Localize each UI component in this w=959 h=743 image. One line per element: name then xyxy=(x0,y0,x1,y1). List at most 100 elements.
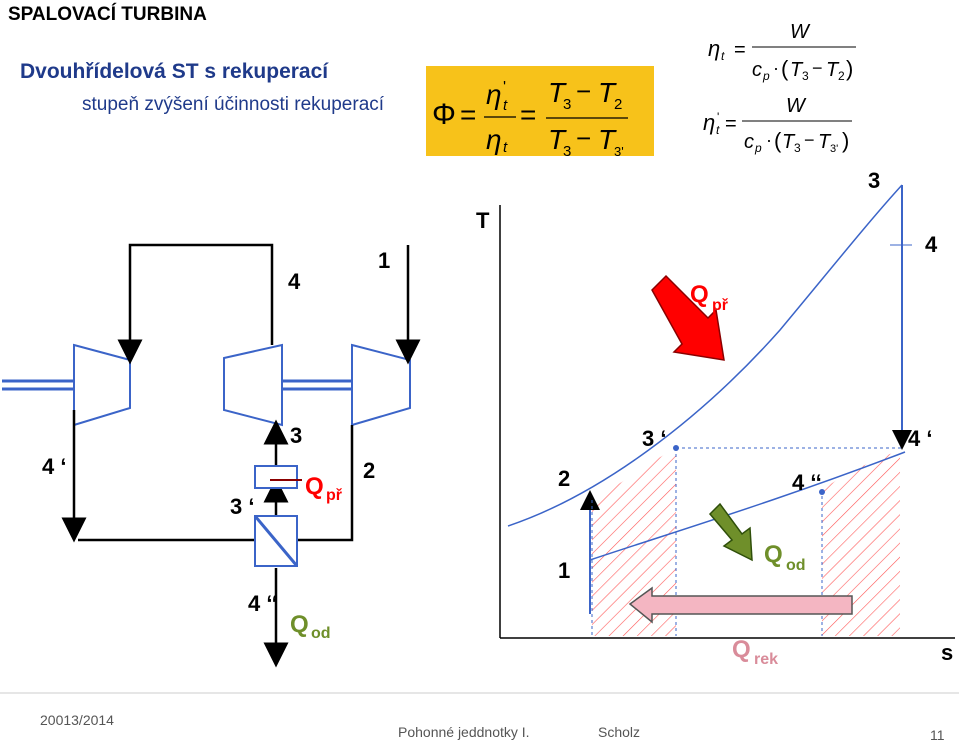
ts-label-1: 1 xyxy=(558,558,570,583)
ts-label-3: 3 xyxy=(868,168,880,193)
formula-glyph: 3' xyxy=(614,144,624,159)
schem-label-2: 2 xyxy=(363,458,375,483)
shaft-left xyxy=(2,379,74,391)
formula-glyph: η xyxy=(486,79,502,110)
formula-glyph: − xyxy=(812,58,823,78)
schem-q-pr-label: Q př xyxy=(305,473,343,504)
q-od-arrow xyxy=(708,502,753,562)
ts-label-4pp: 4 ‘‘ xyxy=(792,470,822,495)
ts-label-3p: 3 ‘ xyxy=(642,426,666,451)
turbine-schematic: 4 1 3 2 4 ‘ 3 ‘ 4 ‘‘ Q př Q od xyxy=(2,243,421,668)
formula-glyph: = xyxy=(520,99,536,130)
formula-glyph: − xyxy=(804,130,815,150)
formula-glyph: η xyxy=(708,36,720,61)
hp-turbine xyxy=(223,343,283,427)
ts-label-4p: 4 ‘ xyxy=(908,426,932,451)
point-3p xyxy=(673,445,679,451)
q-rek-arrow xyxy=(628,586,853,624)
formula-glyph: od xyxy=(786,557,806,574)
formula-glyph: T xyxy=(548,77,567,108)
schem-label-3: 3 xyxy=(290,423,302,448)
shaft-right xyxy=(282,379,352,391)
formula-glyph: p xyxy=(754,141,762,155)
formula-glyph: W xyxy=(786,95,807,117)
formula-glyph: t xyxy=(503,97,508,114)
formula-glyph: − xyxy=(576,123,591,153)
formula-glyph: = xyxy=(725,113,737,135)
formula-glyph: = xyxy=(460,99,476,130)
formula-glyph: ' xyxy=(503,79,506,96)
formula-glyph: T xyxy=(790,59,804,81)
eta-t-formula: η t = W c p · ( T 3 − T 2 ) xyxy=(708,21,856,83)
power-turbine xyxy=(73,343,131,427)
formula-glyph: T xyxy=(548,124,567,155)
formula-glyph: 3 xyxy=(563,96,571,113)
combustion-chamber xyxy=(254,465,298,489)
eta-t-prime-formula: η ' t = W c p · ( T 3 − T 3' ) xyxy=(703,95,852,155)
formula-glyph: př xyxy=(712,297,729,314)
formula-glyph: př xyxy=(326,487,343,504)
formula-glyph: Φ xyxy=(432,98,456,131)
formula-glyph: 2 xyxy=(838,69,845,83)
formula-glyph: 3 xyxy=(563,143,571,160)
heat-hatch-left xyxy=(592,448,676,636)
formula-glyph: p xyxy=(762,69,770,83)
footer-author: Scholz xyxy=(598,724,641,740)
slide-caption: stupeň zvýšení účinnosti rekuperací xyxy=(82,94,385,115)
formula-glyph: T xyxy=(826,59,840,81)
axis-label-T: T xyxy=(476,208,490,233)
formula-glyph: T xyxy=(598,77,617,108)
formula-glyph: = xyxy=(734,39,746,61)
ts-label-2: 2 xyxy=(558,466,570,491)
slide-subtitle: Dvouhřídelová ST s rekuperací xyxy=(20,60,329,83)
formula-glyph: t xyxy=(721,49,725,63)
formula-glyph: Q xyxy=(764,541,783,568)
formula-glyph: t xyxy=(716,123,720,137)
formula-glyph: · xyxy=(773,58,779,78)
formula-glyph: ) xyxy=(842,128,849,153)
formula-glyph: ( xyxy=(781,56,789,81)
formula-glyph: 3 xyxy=(794,141,801,155)
formula-glyph: 2 xyxy=(614,96,622,113)
formula-glyph: c xyxy=(752,59,762,81)
formula-glyph: 3' xyxy=(830,143,838,155)
formula-glyph: · xyxy=(766,130,772,150)
footer-year: 20013/2014 xyxy=(40,712,114,728)
low-pressure-isobar xyxy=(589,451,906,561)
formula-glyph: Q xyxy=(690,281,709,308)
ts-q-pr-label: Q př xyxy=(690,281,729,314)
formula-glyph: η xyxy=(486,124,502,155)
formula-glyph: ( xyxy=(774,128,782,153)
formula-glyph: T xyxy=(818,131,832,153)
ts-label-4: 4 xyxy=(925,232,938,257)
schem-label-4: 4 xyxy=(288,269,301,294)
formula-glyph: ) xyxy=(846,56,853,81)
slide-title: SPALOVACÍ TURBINA xyxy=(8,4,207,25)
formula-glyph: W xyxy=(790,21,811,43)
footer-page: 11 xyxy=(930,727,945,743)
formula-glyph: c xyxy=(744,131,754,153)
schem-label-3p: 3 ‘ xyxy=(230,494,254,519)
schem-label-4p: 4 ‘ xyxy=(42,454,66,479)
formula-glyph: rek xyxy=(754,651,778,668)
schem-label-1: 1 xyxy=(378,248,390,273)
formula-glyph: 3 xyxy=(802,69,809,83)
formula-glyph: − xyxy=(576,76,591,106)
formula-glyph: T xyxy=(782,131,796,153)
axis-label-s: s xyxy=(941,640,953,665)
formula-glyph: η xyxy=(703,110,715,135)
formula-glyph: T xyxy=(598,124,617,155)
formula-glyph: Q xyxy=(305,473,324,500)
schem-label-4pp: 4 ‘‘ xyxy=(248,591,278,616)
formula-glyph: od xyxy=(311,625,331,642)
formula-glyph: ' xyxy=(717,110,719,124)
phi-formula: Φ = η ' t η t = T 3 − T 2 T 3 − T 3' xyxy=(432,76,628,160)
ts-q-od-label: Q od xyxy=(764,541,806,574)
ts-diagram: T s Q př Q xyxy=(476,168,955,668)
formula-glyph: t xyxy=(503,139,508,156)
schem-q-od-label: Q od xyxy=(290,611,331,642)
q-pr-arrow xyxy=(651,274,725,361)
formula-glyph: Q xyxy=(732,636,751,663)
compressor xyxy=(351,343,411,427)
